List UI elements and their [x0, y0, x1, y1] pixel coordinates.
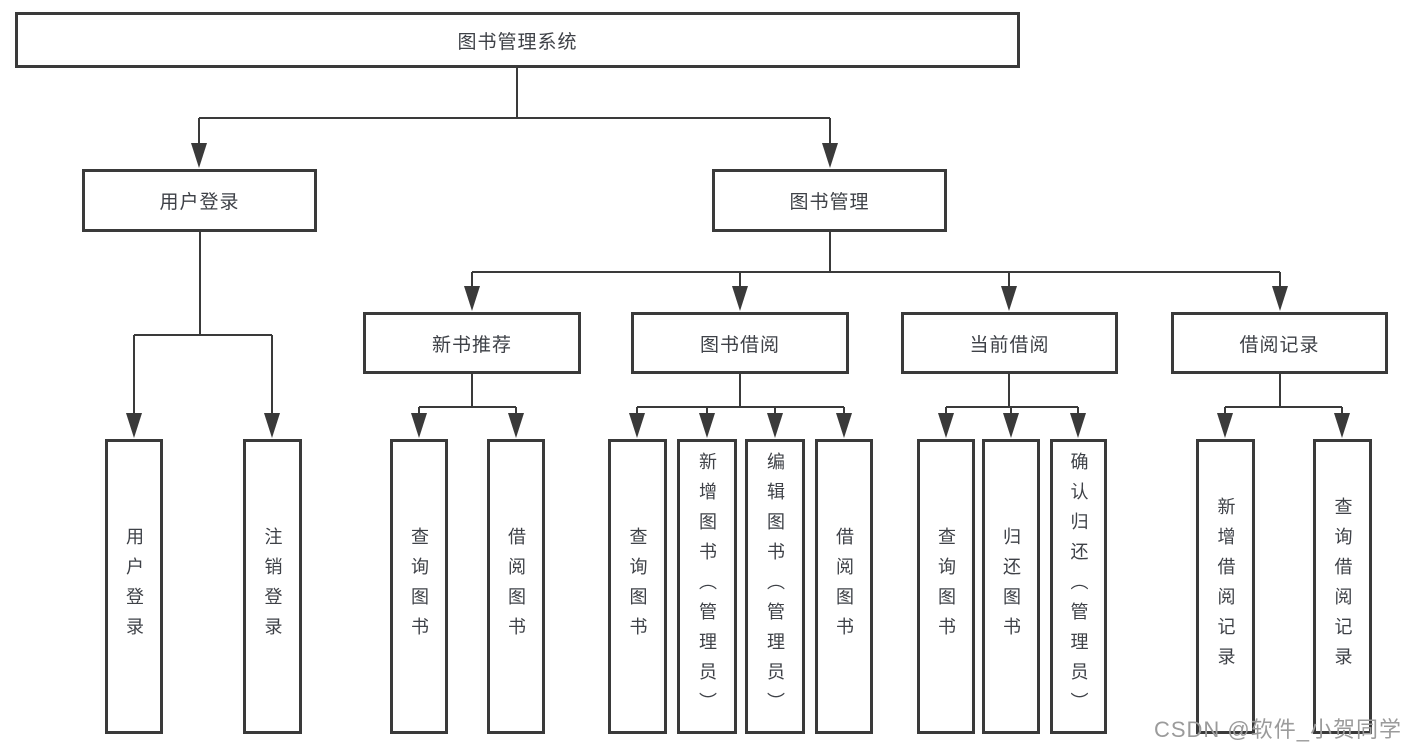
node-current-borrowing: 当前借阅	[901, 312, 1118, 374]
edge-currentborrow-to-leaves	[945, 374, 1079, 418]
node-new-book-recommend: 新书推荐	[363, 312, 581, 374]
leaf-add-borrow-record: 新增借阅记录	[1196, 439, 1255, 734]
node-user-login: 用户登录	[82, 169, 317, 232]
leaf-query-book-borrow: 查询图书	[608, 439, 667, 734]
leaf-confirm-return-admin-label: 确认归还（管理员）	[1068, 451, 1089, 722]
node-user-login-label: 用户登录	[159, 192, 240, 213]
node-book-borrowing: 图书借阅	[631, 312, 849, 374]
node-root: 图书管理系统	[15, 12, 1020, 68]
leaf-return-book: 归还图书	[982, 439, 1040, 734]
arrowheads	[126, 143, 1350, 438]
leaf-query-book-borrow-label: 查询图书	[627, 526, 648, 647]
leaf-logout-label: 注销登录	[262, 526, 283, 647]
node-book-management: 图书管理	[712, 169, 947, 232]
node-borrowing-records: 借阅记录	[1171, 312, 1388, 374]
leaf-add-borrow-record-label: 新增借阅记录	[1215, 496, 1236, 677]
edge-borrowrecords-to-leaves	[1224, 374, 1343, 418]
edge-bookmgmt-to-level3	[471, 232, 1281, 291]
node-current-borrowing-label: 当前借阅	[969, 334, 1050, 356]
leaf-add-book-admin-label: 新增图书（管理员）	[697, 451, 717, 722]
node-borrowing-records-label: 借阅记录	[1239, 334, 1320, 356]
leaf-borrow-book-recommend: 借阅图书	[487, 439, 545, 734]
leaf-query-book-recommend-label: 查询图书	[409, 526, 429, 647]
edge-userlogin-to-leaves	[133, 232, 273, 418]
leaf-edit-book-admin: 编辑图书（管理员）	[745, 439, 805, 734]
leaf-borrow-book-borrow: 借阅图书	[815, 439, 873, 734]
csdn-watermark: CSDN @软件_小贺同学	[1153, 717, 1402, 742]
leaf-query-book-current-label: 查询图书	[936, 526, 956, 647]
leaf-return-book-label: 归还图书	[1001, 526, 1021, 647]
node-book-borrowing-label: 图书借阅	[699, 334, 780, 356]
leaf-user-login-label: 用户登录	[124, 526, 144, 647]
edge-root-to-level2	[198, 68, 831, 150]
leaf-confirm-return-admin: 确认归还（管理员）	[1050, 439, 1107, 734]
node-new-book-recommend-label: 新书推荐	[431, 334, 512, 356]
edge-bookborrow-to-leaves	[636, 374, 845, 418]
leaf-borrow-book-borrow-label: 借阅图书	[834, 526, 854, 647]
node-root-label: 图书管理系统	[457, 31, 578, 53]
leaf-query-book-current: 查询图书	[917, 439, 975, 734]
node-book-management-label: 图书管理	[789, 192, 870, 213]
leaf-logout: 注销登录	[243, 439, 302, 734]
leaf-edit-book-admin-label: 编辑图书（管理员）	[765, 451, 785, 722]
leaf-query-borrow-record: 查询借阅记录	[1313, 439, 1372, 734]
leaf-user-login: 用户登录	[105, 439, 163, 734]
leaf-query-book-recommend: 查询图书	[390, 439, 448, 734]
edge-newbookrec-to-leaves	[418, 374, 517, 418]
leaf-borrow-book-recommend-label: 借阅图书	[506, 526, 526, 647]
leaf-add-book-admin: 新增图书（管理员）	[677, 439, 737, 734]
leaf-query-borrow-record-label: 查询借阅记录	[1332, 496, 1353, 677]
